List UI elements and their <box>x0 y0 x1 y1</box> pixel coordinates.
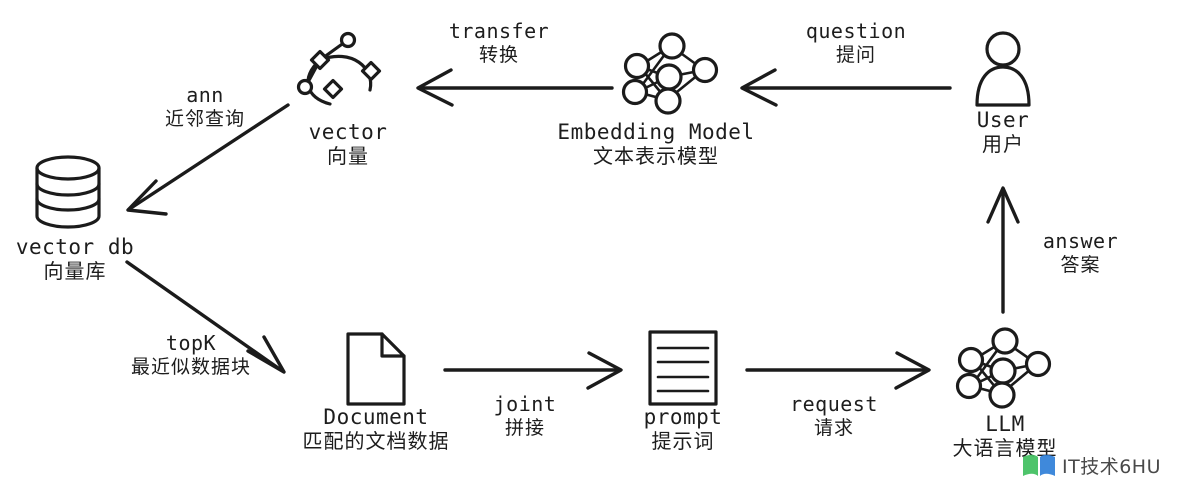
edge-label-answer-zh: 答案 <box>1060 253 1101 276</box>
edge-label-transfer: transfer 转换 <box>428 19 570 66</box>
arrow-ann <box>126 103 290 216</box>
edge-label-ann-en: ann <box>186 83 224 107</box>
edge-label-answer-en: answer <box>1042 229 1119 253</box>
node-label-document-en: Document <box>323 405 429 429</box>
edge-label-question-zh: 提问 <box>835 43 876 66</box>
node-label-llm-en: LLM <box>985 412 1025 436</box>
neural-network-icon <box>621 32 719 115</box>
arrow-request <box>745 351 931 390</box>
node-label-document: Document 匹配的文档数据 <box>276 405 476 453</box>
arrow-joint <box>443 351 623 390</box>
book-logo-icon <box>1023 454 1055 476</box>
node-label-user-zh: 用户 <box>982 131 1024 156</box>
edge-label-question-en: question <box>805 19 907 43</box>
edge-label-topk-zh: 最近似数据块 <box>130 355 251 378</box>
edge-label-ann: ann 近邻查询 <box>130 83 280 130</box>
node-label-embedding-model-en: Embedding Model <box>557 120 755 144</box>
arrow-topk <box>125 260 286 374</box>
node-label-user: User 用户 <box>938 108 1068 156</box>
node-label-prompt: prompt 提示词 <box>613 405 753 453</box>
watermark-text: IT技术6HU <box>1062 456 1161 478</box>
edge-label-request: request 请求 <box>770 392 898 439</box>
user-person-icon <box>975 31 1031 107</box>
edge-label-joint-zh: 拼接 <box>504 416 545 439</box>
edge-label-transfer-en: transfer <box>448 19 550 43</box>
node-label-embedding-model-zh: 文本表示模型 <box>593 143 719 168</box>
edge-label-joint-en: joint <box>493 392 557 416</box>
edge-label-topk: topK 最近似数据块 <box>92 331 290 378</box>
watermark: IT技术6HU <box>1022 452 1161 479</box>
node-label-vector-db-zh: 向量库 <box>43 258 107 283</box>
arrow-question <box>740 68 952 107</box>
node-label-vector-db: vector db 向量库 <box>0 235 150 283</box>
prompt-lines-icon <box>648 330 718 406</box>
arrow-answer <box>986 186 1020 314</box>
edge-label-joint: joint 拼接 <box>470 392 580 439</box>
database-cylinder-icon <box>35 155 101 229</box>
node-label-vector: vector 向量 <box>283 120 413 168</box>
neural-network-icon <box>955 327 1052 409</box>
node-label-llm: LLM 大语言模型 <box>930 412 1080 460</box>
edge-label-request-en: request <box>790 392 878 416</box>
bezier-vector-icon <box>296 31 382 106</box>
node-label-embedding-model: Embedding Model 文本表示模型 <box>540 120 772 168</box>
node-label-document-zh: 匹配的文档数据 <box>302 428 450 453</box>
edge-label-question: question 提问 <box>782 19 930 66</box>
node-label-prompt-en: prompt <box>643 405 723 429</box>
node-label-user-en: User <box>976 108 1030 132</box>
node-label-vector-db-en: vector db <box>15 235 135 259</box>
edge-label-ann-zh: 近邻查询 <box>164 107 245 130</box>
arrow-transfer <box>416 68 614 107</box>
edge-label-topk-en: topK <box>165 331 217 355</box>
edge-label-answer: answer 答案 <box>1018 229 1143 276</box>
edge-label-request-zh: 请求 <box>813 416 854 439</box>
node-label-llm-zh: 大语言模型 <box>952 435 1058 460</box>
node-label-vector-en: vector <box>308 120 388 144</box>
edge-label-transfer-zh: 转换 <box>478 43 519 66</box>
node-label-prompt-zh: 提示词 <box>651 428 715 453</box>
document-page-icon <box>346 332 406 406</box>
node-label-vector-zh: 向量 <box>327 143 369 168</box>
